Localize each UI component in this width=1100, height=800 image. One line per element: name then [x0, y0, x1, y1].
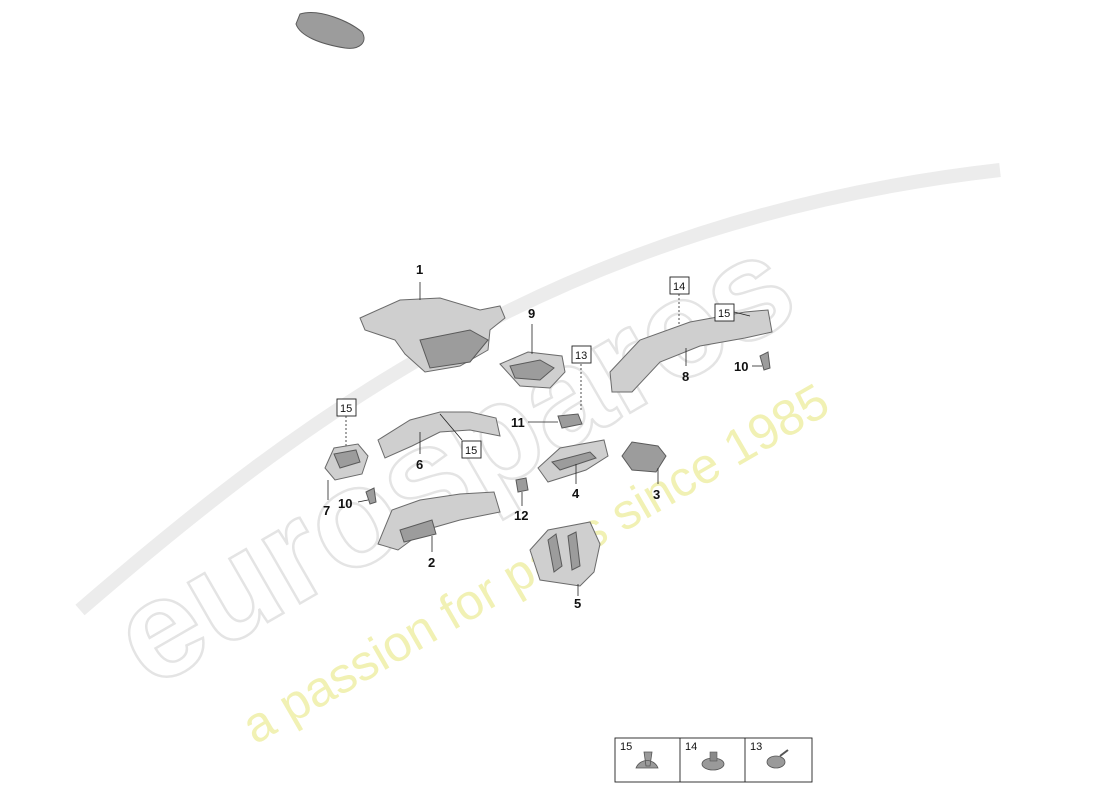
callout-10-left: 10 — [338, 496, 352, 511]
callout-4: 4 — [572, 486, 580, 501]
box-14-label: 14 — [673, 281, 685, 293]
screw-icon — [766, 755, 786, 769]
legend-item-13: 13 — [750, 741, 789, 769]
box-15-frame-right — [714, 303, 735, 322]
box-15-label-mid: 15 — [465, 445, 477, 457]
box-13-label: 13 — [575, 350, 587, 362]
callout-6: 6 — [416, 457, 423, 472]
callout-11: 11 — [511, 415, 525, 430]
part-10-bolt-right — [752, 351, 771, 371]
part-10-bolt-left — [357, 487, 377, 505]
callout-7: 7 — [323, 503, 330, 518]
callout-12: 12 — [514, 508, 528, 523]
top-thumbnail-shape — [295, 12, 365, 49]
part-2-duct — [377, 491, 501, 552]
legend-label-15: 15 — [620, 741, 632, 753]
part-11-clip — [528, 413, 583, 429]
box-14-frame — [669, 276, 690, 295]
watermark: eurospares a passion for parts since 198… — [75, 163, 1001, 755]
legend-item-14: 14 — [685, 741, 725, 771]
part-5-panel — [529, 521, 601, 596]
legend-label-14: 14 — [685, 741, 697, 753]
part-7-bracket — [324, 443, 369, 500]
fastener-legend: 15 14 13 — [614, 737, 813, 783]
push-rivet-icon — [635, 751, 659, 769]
part-9-vent — [499, 324, 566, 389]
callout-8: 8 — [682, 369, 689, 384]
part-8-duct — [609, 309, 773, 393]
callout-3: 3 — [653, 487, 660, 502]
callout-2: 2 — [428, 555, 435, 570]
box-15-frame-mid — [461, 440, 482, 459]
callout-5: 5 — [574, 596, 581, 611]
callout-9: 9 — [528, 306, 535, 321]
box-15-label-left: 15 — [340, 403, 352, 415]
callout-1: 1 — [416, 262, 423, 277]
callout-10-right: 10 — [734, 359, 748, 374]
part-3-connector — [621, 441, 667, 484]
part-12-clip — [515, 477, 529, 506]
legend-item-15: 15 — [620, 741, 659, 769]
legend-label-13: 13 — [750, 741, 762, 753]
part-4-vent — [537, 439, 609, 484]
part-6-duct — [377, 411, 501, 459]
box-15-label-right: 15 — [718, 308, 730, 320]
part-1-duct — [359, 282, 506, 373]
box-15-frame-left — [336, 398, 357, 417]
box-13-frame — [571, 345, 592, 364]
